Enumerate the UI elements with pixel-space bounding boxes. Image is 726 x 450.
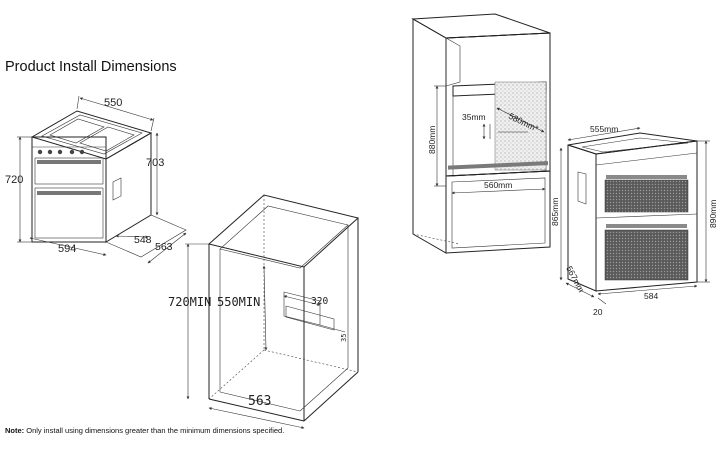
dim-oven-depth: 550 bbox=[104, 97, 122, 109]
dim-base-width: 563 bbox=[155, 241, 173, 253]
note-label: Note: bbox=[5, 426, 25, 435]
dim-tall-width: 560mm bbox=[484, 180, 512, 190]
left-oven-drawing bbox=[30, 110, 187, 258]
dim-base-depth: 548 bbox=[134, 234, 152, 246]
dim-vent-height: 35 bbox=[340, 334, 348, 342]
dim-right-top-width: 555mm bbox=[590, 124, 618, 134]
dim-oven-side-height: 703 bbox=[146, 157, 164, 169]
dim-right-width: 584 bbox=[644, 291, 658, 301]
dim-cavity-depth: 550MIN bbox=[217, 295, 260, 309]
install-note: Note: Only install using dimensions grea… bbox=[5, 426, 284, 435]
dim-oven-height: 720 bbox=[5, 174, 23, 186]
dim-right-height: 890mm bbox=[708, 200, 718, 228]
note-text: Only install using dimensions greater th… bbox=[26, 426, 285, 435]
dim-tall-height: 880mm bbox=[427, 126, 437, 154]
dim-cavity-height: 720MIN bbox=[168, 295, 211, 309]
cavity-dimensions: 720MIN 550MIN 320 35 563 bbox=[168, 243, 348, 429]
dim-right-gap: 20 bbox=[593, 307, 603, 317]
dim-oven-width: 594 bbox=[58, 243, 76, 255]
dim-vent-width: 320 bbox=[311, 296, 328, 307]
dim-tall-gap: 35mm bbox=[462, 112, 486, 122]
dim-cavity-width: 563 bbox=[248, 394, 271, 409]
right-oven-drawing bbox=[567, 132, 698, 292]
page-title: Product Install Dimensions bbox=[5, 59, 177, 75]
left-oven-dimensions: 550 720 703 594 548 563 bbox=[5, 95, 187, 264]
dim-right-front-height: 865mm bbox=[550, 198, 560, 226]
